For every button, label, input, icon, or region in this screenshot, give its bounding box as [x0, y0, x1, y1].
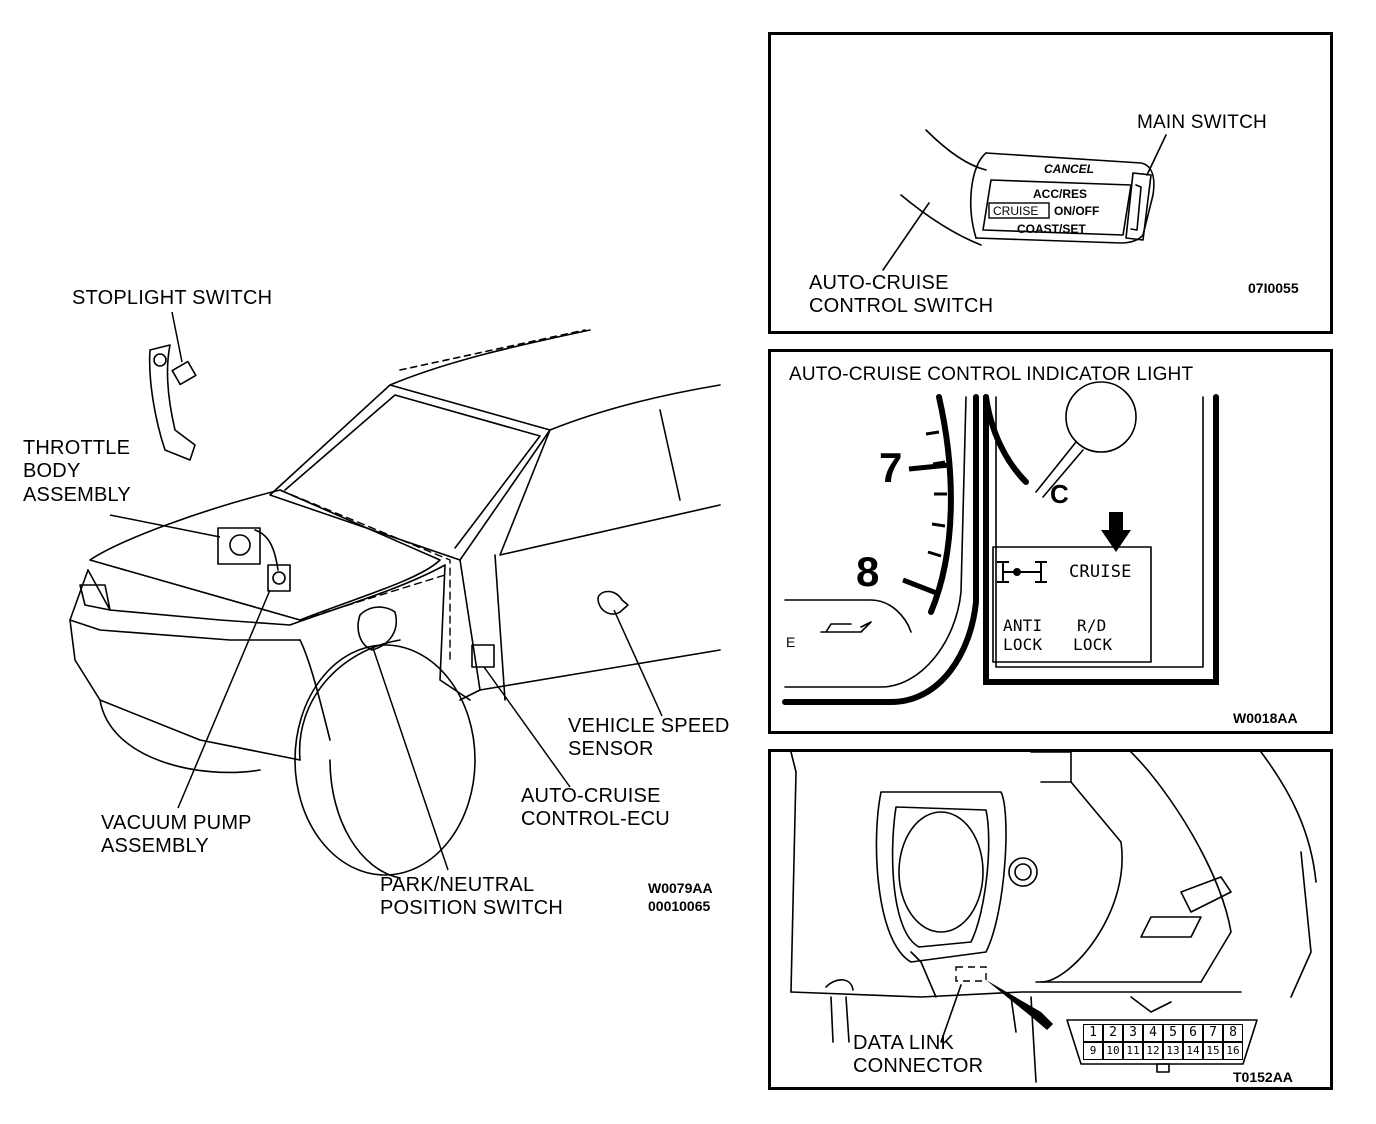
dlc-label-2: CONNECTOR	[853, 1055, 984, 1077]
indicator-illustration	[782, 381, 1219, 705]
switch-illustration	[882, 129, 1167, 271]
connector-panel: 1 2 3 4 5 6 7 8 9 10 11 12 13 14 15 16 D…	[768, 749, 1333, 1090]
main-switch-label: MAIN SWITCH	[1137, 112, 1267, 133]
indicator-title: AUTO-CRUISE CONTROL INDICATOR LIGHT	[789, 364, 1194, 385]
stoplight-switch-part	[148, 344, 197, 461]
pin-label: 12	[1143, 1042, 1163, 1060]
anti-lock-text-2: LOCK	[1003, 635, 1043, 654]
stalk-cruise-text: CRUISE	[993, 204, 1039, 218]
pin-label: 13	[1163, 1042, 1183, 1060]
pin-label: 6	[1183, 1024, 1203, 1042]
pin-label: 1	[1083, 1024, 1103, 1042]
pin-label: 11	[1123, 1042, 1143, 1060]
pin-label: 4	[1143, 1024, 1163, 1042]
pin-label: 9	[1083, 1042, 1103, 1060]
gauge-8-text: 8	[856, 548, 880, 595]
gauge-7-text: 7	[879, 444, 903, 491]
vacuum-pump-label-1: VACUUM PUMP	[101, 812, 252, 834]
indicator-panel-code: W0018AA	[1233, 710, 1298, 726]
connector-panel-code: T0152AA	[1233, 1069, 1293, 1085]
pin-label: 10	[1103, 1042, 1123, 1060]
park-neutral-switch-part	[357, 606, 397, 651]
indicator-panel: AUTO-CRUISE CONTROL INDICATOR LIGHT	[768, 349, 1333, 734]
pin-label: 14	[1183, 1042, 1203, 1060]
throttle-body-label-2: BODY	[23, 460, 81, 482]
control-switch-label-2: CONTROL SWITCH	[809, 295, 994, 317]
gauge-c-text: C	[1050, 479, 1069, 509]
speed-sensor-label-1: VEHICLE SPEED	[568, 715, 730, 737]
throttle-body-part	[217, 527, 279, 571]
pin-label: 2	[1103, 1024, 1123, 1042]
ecu-label-1: AUTO-CRUISE	[521, 785, 661, 807]
anti-lock-text-1: ANTI	[1003, 616, 1043, 635]
pin-label: 16	[1223, 1042, 1243, 1060]
stalk-acc-res-text: ACC/RES	[1033, 187, 1088, 201]
switch-panel: MAIN SWITCH CANCEL ACC/RES CRUISE ON/OFF…	[768, 32, 1333, 334]
cruise-indicator-text: CRUISE	[1069, 562, 1132, 582]
vehicle-code-1: W0079AA	[648, 880, 713, 896]
stalk-cancel-text: CANCEL	[1044, 162, 1094, 176]
park-neutral-label-1: PARK/NEUTRAL	[380, 874, 535, 896]
rd-lock-text-1: R/D	[1077, 616, 1107, 635]
dlc-label-1: DATA LINK	[853, 1032, 955, 1054]
switch-panel-code: 07I0055	[1248, 280, 1299, 296]
vacuum-pump-part	[267, 564, 291, 592]
stoplight-switch-label: STOPLIGHT SWITCH	[72, 287, 273, 309]
pin-label: 7	[1203, 1024, 1223, 1042]
speed-sensor-label-2: SENSOR	[568, 738, 654, 760]
dlc-pin-grid: 1 2 3 4 5 6 7 8 9 10 11 12 13 14 15 16	[1083, 1024, 1243, 1060]
stalk-coast-set-text: COAST/SET	[1017, 222, 1086, 236]
pin-label: 15	[1203, 1042, 1223, 1060]
pin-label: 5	[1163, 1024, 1183, 1042]
rd-lock-text-2: LOCK	[1073, 635, 1113, 654]
vehicle-code-2: 00010065	[648, 898, 711, 914]
connector-illustration	[790, 752, 1317, 1083]
throttle-body-label-3: ASSEMBLY	[23, 484, 131, 506]
control-switch-label-1: AUTO-CRUISE	[809, 272, 949, 294]
park-neutral-label-2: POSITION SWITCH	[380, 897, 563, 919]
vacuum-pump-label-2: ASSEMBLY	[101, 835, 209, 857]
stalk-on-off-text: ON/OFF	[1054, 204, 1100, 218]
pin-label: 8	[1223, 1024, 1243, 1042]
pin-label: 3	[1123, 1024, 1143, 1042]
throttle-body-label-1: THROTTLE	[23, 437, 131, 459]
speed-sensor-part	[597, 590, 629, 615]
gauge-e-text: E	[786, 634, 796, 650]
ecu-part	[471, 644, 495, 668]
ecu-label-2: CONTROL-ECU	[521, 808, 670, 830]
